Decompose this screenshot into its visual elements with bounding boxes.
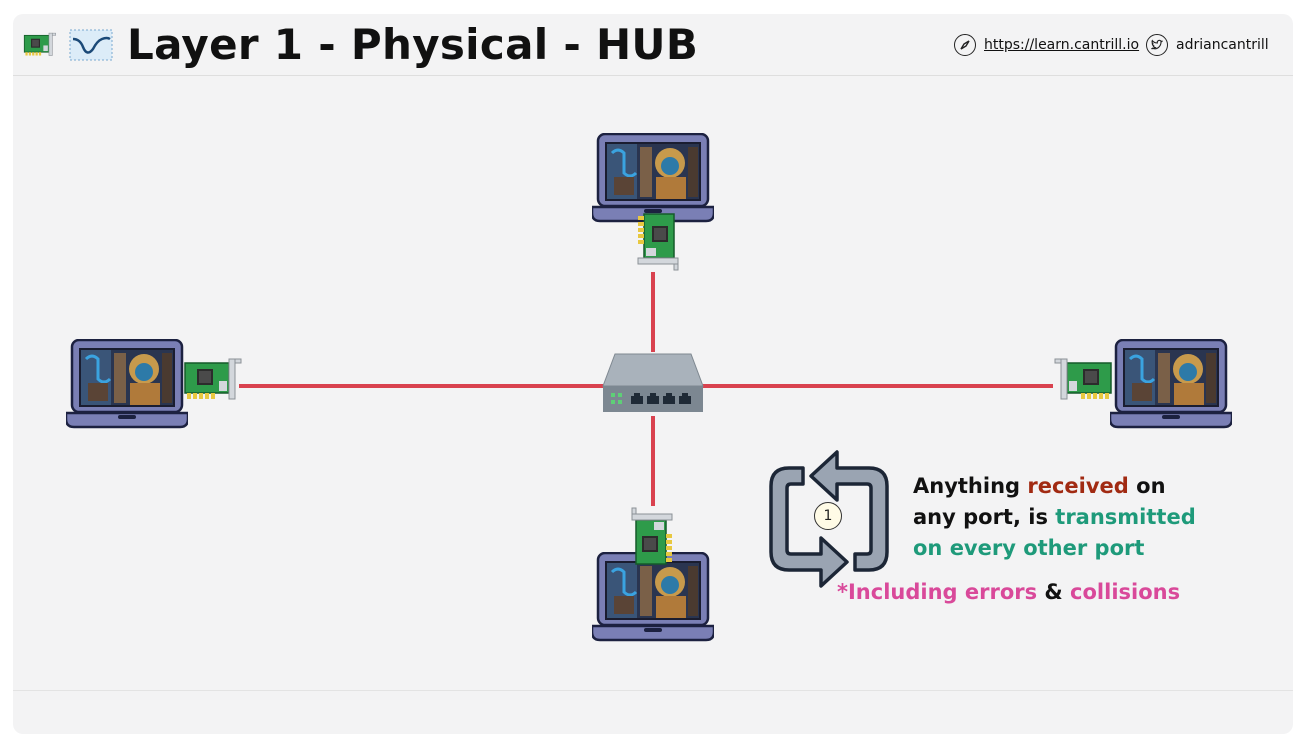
- laptop-left[interactable]: [66, 339, 188, 429]
- note-errors: *Including errors: [837, 580, 1038, 604]
- page-title: Layer 1 - Physical - HUB: [127, 20, 699, 69]
- footer-divider: [13, 690, 1293, 691]
- nic-top: [630, 212, 680, 272]
- note-collisions: collisions: [1070, 580, 1181, 604]
- twitter-link[interactable]: adriancantrill: [1146, 34, 1269, 56]
- laptop-top[interactable]: [592, 133, 714, 223]
- nic-left: [183, 357, 243, 407]
- course-link[interactable]: https://learn.cantrill.io: [954, 34, 1139, 56]
- course-url[interactable]: https://learn.cantrill.io: [984, 37, 1140, 53]
- note-amp: &: [1037, 580, 1071, 604]
- msg-part1: Anything: [913, 474, 1028, 498]
- compass-icon: [954, 34, 976, 56]
- network-hub[interactable]: [601, 352, 705, 414]
- step-badge-number: 1: [823, 508, 833, 524]
- msg-part2: on any port, is: [913, 474, 1166, 529]
- waveform-icon: [69, 29, 113, 61]
- laptop-right[interactable]: [1110, 339, 1232, 429]
- twitter-icon: [1146, 34, 1168, 56]
- collision-note: *Including errors & collisions: [837, 580, 1180, 604]
- network-cables: [239, 272, 1053, 506]
- twitter-handle[interactable]: adriancantrill: [1176, 37, 1269, 53]
- slide: Layer 1 - Physical - HUB https://learn.c…: [13, 14, 1293, 734]
- msg-received: received: [1027, 474, 1129, 498]
- nic-bottom: [630, 506, 680, 566]
- step-badge: 1: [814, 502, 842, 530]
- nic-right: [1053, 357, 1113, 407]
- msg-transmitted: transmitted on every other port: [913, 505, 1196, 560]
- cycle-arrows-icon: [769, 450, 889, 588]
- header-divider: [13, 75, 1293, 76]
- hub-behaviour-text: Anything received on any port, is transm…: [913, 471, 1213, 564]
